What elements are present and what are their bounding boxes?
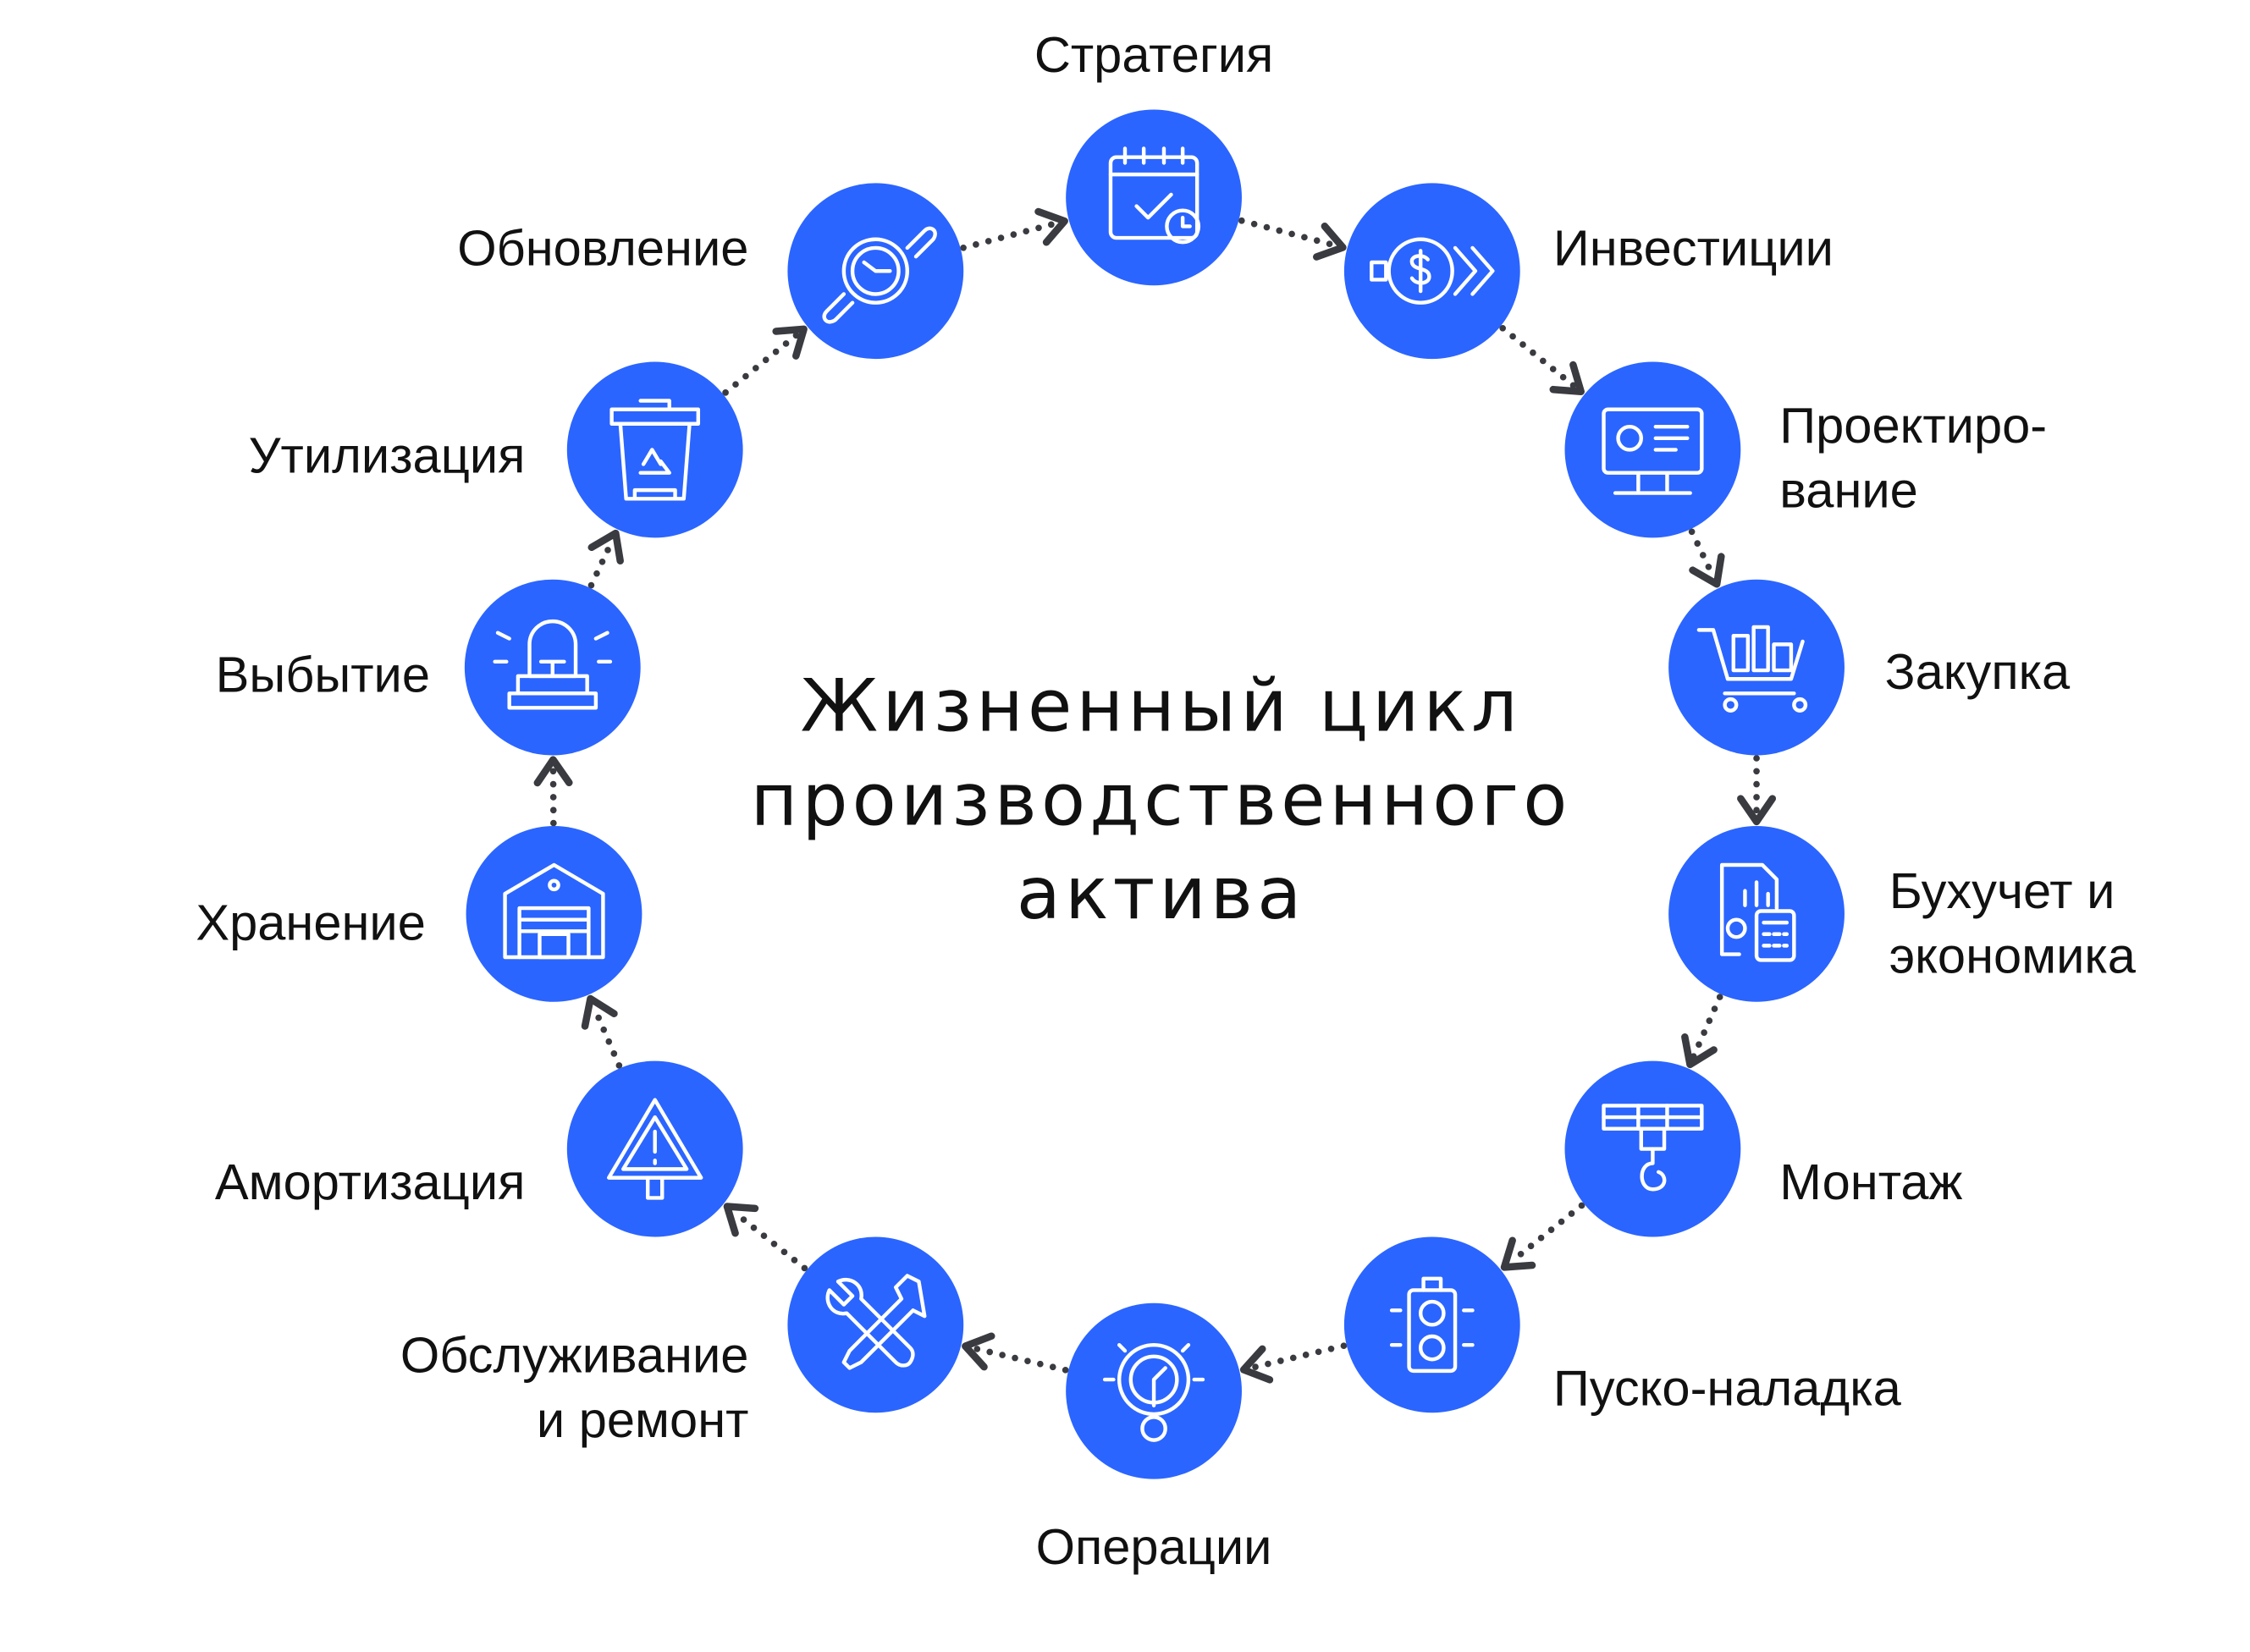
alarm-beacon-icon bbox=[493, 619, 613, 710]
dotted-connector bbox=[1508, 1202, 1585, 1265]
gauge-gear-icon bbox=[1102, 1342, 1205, 1442]
stage-label: Инвестиции bbox=[1553, 219, 1834, 276]
stage-label: Обновление bbox=[457, 219, 748, 276]
arrows bbox=[533, 207, 1777, 1384]
dotted-connector bbox=[1499, 324, 1578, 390]
calendar-check-icon bbox=[1108, 146, 1201, 245]
stage-node: Амортизация bbox=[215, 1060, 743, 1237]
dotted-connector bbox=[960, 219, 1060, 251]
stage-circle bbox=[566, 361, 743, 538]
dotted-connector bbox=[590, 1003, 623, 1069]
stage-label: Закупка bbox=[1885, 643, 2071, 700]
shopping-cart-icon bbox=[1696, 625, 1808, 713]
arrowhead-icon bbox=[1500, 1236, 1536, 1271]
arrowhead-icon bbox=[533, 756, 573, 787]
traffic-light-icon bbox=[1389, 1276, 1475, 1374]
stage-label: Амортизация bbox=[215, 1154, 526, 1210]
stage-circle bbox=[1668, 579, 1845, 756]
report-calculator-icon bbox=[1719, 862, 1796, 962]
arrowhead-icon bbox=[1689, 553, 1725, 588]
arrowhead-icon bbox=[723, 1203, 759, 1237]
stage-label: Хранение bbox=[196, 895, 426, 951]
clock-wrench-icon bbox=[822, 226, 937, 324]
stage-label: Обслуживание bbox=[400, 1327, 749, 1384]
arrowhead-icon bbox=[1239, 1345, 1274, 1384]
stage-node: Монтаж bbox=[1564, 1060, 1962, 1237]
stage-circle bbox=[466, 826, 642, 1002]
dotted-connector bbox=[1690, 994, 1723, 1060]
stage-label: экономика bbox=[1889, 928, 2137, 984]
stage-label: и ремонт bbox=[537, 1391, 749, 1448]
stage-label: Утилизация bbox=[249, 427, 526, 484]
stage-node: Стратегия bbox=[1034, 26, 1273, 286]
warehouse-icon bbox=[503, 862, 605, 960]
stage-node: Операции bbox=[1036, 1302, 1272, 1575]
arrowhead-icon bbox=[1034, 207, 1068, 246]
stage-node: Проектиро-вание bbox=[1564, 361, 2047, 538]
arrowhead-icon bbox=[1549, 361, 1585, 396]
stage-node: Обслуживание и ремонт bbox=[400, 1236, 964, 1448]
arrowhead-icon bbox=[581, 994, 618, 1030]
stage-node: Выбытие bbox=[216, 579, 641, 756]
diagram-title-line-3: актива bbox=[1017, 852, 1306, 936]
stage-circle bbox=[1066, 109, 1242, 286]
stage-label: Бухучет и bbox=[1889, 862, 2115, 919]
diagram-title-line-1: Жизненный цикл bbox=[801, 665, 1522, 749]
arrowhead-icon bbox=[1313, 223, 1347, 261]
dotted-connector bbox=[587, 537, 615, 589]
stage-node: Закупка bbox=[1668, 579, 2071, 756]
arrowhead-icon bbox=[587, 529, 624, 564]
stage-label: Монтаж bbox=[1779, 1154, 1962, 1210]
dotted-connector bbox=[722, 331, 801, 396]
dotted-connector bbox=[1238, 217, 1338, 249]
stage-label: Пуско-наладка bbox=[1553, 1360, 1902, 1417]
stage-node: Инвестиции bbox=[1343, 183, 1834, 360]
dollar-coin-arrows-icon bbox=[1370, 237, 1495, 305]
arrowhead-icon bbox=[1737, 795, 1777, 826]
stage-nodes: СтратегияИнвестицииПроектиро-ваниеЗакупк… bbox=[196, 26, 2136, 1575]
diagram-title-line-2: производственного bbox=[751, 758, 1572, 842]
stage-circle bbox=[1564, 361, 1741, 538]
dotted-connector bbox=[731, 1209, 808, 1272]
stage-circle bbox=[1343, 183, 1520, 360]
stage-node: Бухучет и экономика bbox=[1668, 826, 2137, 1002]
stage-label: Операции bbox=[1036, 1518, 1272, 1575]
wrench-screwdriver-icon bbox=[825, 1274, 927, 1370]
warning-sign-icon bbox=[606, 1098, 703, 1200]
recycle-bin-icon bbox=[609, 399, 701, 501]
stage-label: Проектиро- bbox=[1779, 397, 2047, 454]
dotted-connector bbox=[1249, 1342, 1348, 1371]
stage-label: вание bbox=[1779, 462, 1918, 519]
crane-hook-icon bbox=[1602, 1104, 1704, 1192]
dotted-connector bbox=[970, 1345, 1069, 1374]
dotted-connector bbox=[1688, 528, 1717, 580]
stage-node: Обновление bbox=[457, 183, 964, 360]
stage-label: Выбытие bbox=[216, 647, 430, 703]
arrowhead-icon bbox=[772, 325, 808, 360]
arrowhead-icon bbox=[962, 1332, 995, 1371]
stage-node: Пуско-наладка bbox=[1343, 1236, 1902, 1417]
stage-node: Хранение bbox=[196, 826, 642, 1002]
arrowhead-icon bbox=[1681, 1033, 1718, 1069]
stage-label: Стратегия bbox=[1034, 26, 1273, 83]
design-monitor-icon bbox=[1602, 407, 1704, 495]
stage-node: Утилизация bbox=[249, 361, 743, 538]
